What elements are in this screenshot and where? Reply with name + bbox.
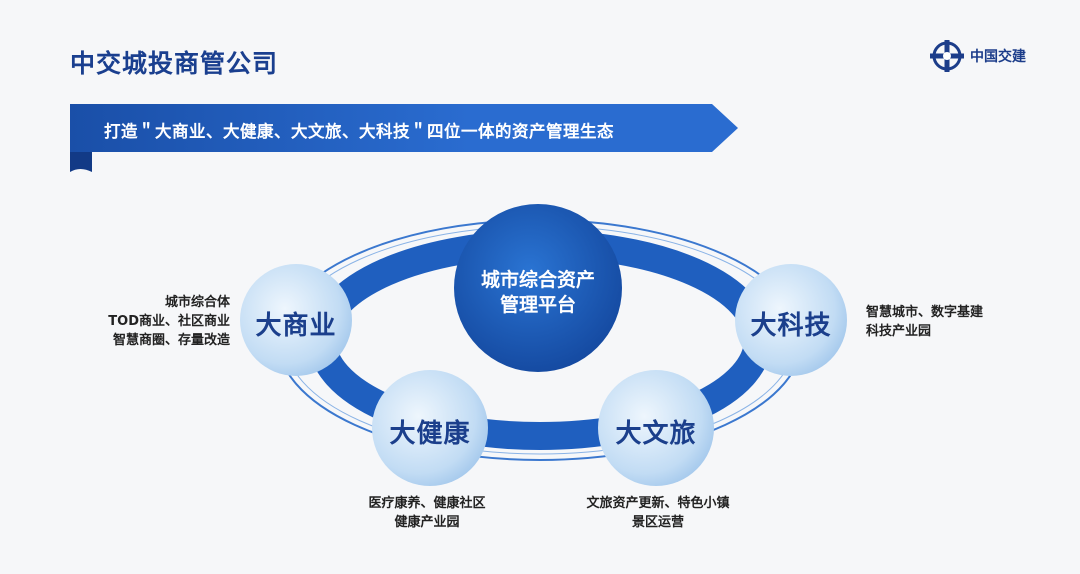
node-commerce-label: 大商业 — [255, 311, 337, 341]
node-health-circle — [372, 370, 488, 486]
node-tech-label: 大科技 — [750, 311, 832, 341]
tech-desc-line: 智慧城市、数字基建 — [866, 305, 984, 320]
center-line-2: 管理平台 — [499, 294, 576, 316]
health-description: 医疗康养、健康社区 健康产业园 — [352, 494, 502, 532]
cccc-logo-icon — [930, 40, 964, 72]
tech-desc-line: 科技产业园 — [866, 324, 932, 339]
commerce-desc-line: TOD商业、社区商业 — [108, 314, 230, 329]
tech-description: 智慧城市、数字基建 科技产业园 — [866, 303, 983, 341]
tourism-desc-line: 景区运营 — [631, 515, 684, 530]
health-desc-line: 医疗康养、健康社区 — [368, 496, 486, 511]
center-line-1: 城市综合资产 — [480, 269, 595, 291]
tourism-desc-line: 文旅资产更新、特色小镇 — [586, 496, 730, 511]
center-platform-label: 城市综合资产 管理平台 — [458, 268, 618, 318]
commerce-desc-line: 智慧商圈、存量改造 — [112, 333, 230, 348]
page-title: 中交城投商管公司 — [70, 49, 279, 78]
center-platform-circle — [454, 204, 622, 372]
company-logo: 中国交建 — [928, 38, 1026, 74]
tourism-description: 文旅资产更新、特色小镇 景区运营 — [568, 494, 748, 532]
commerce-description: 城市综合体 TOD商业、社区商业 智慧商圈、存量改造 — [108, 293, 230, 350]
logo-text: 中国交建 — [970, 49, 1026, 65]
node-tourism-label: 大文旅 — [615, 419, 697, 449]
node-commerce-circle — [240, 264, 352, 376]
node-tech-circle — [735, 264, 847, 376]
commerce-desc-line: 城市综合体 — [164, 295, 230, 310]
health-desc-line: 健康产业园 — [394, 515, 460, 530]
node-tourism-circle — [598, 370, 714, 486]
node-health-label: 大健康 — [389, 419, 471, 449]
banner-text: 打造＂大商业、大健康、大文旅、大科技＂四位一体的资产管理生态 — [104, 122, 614, 141]
